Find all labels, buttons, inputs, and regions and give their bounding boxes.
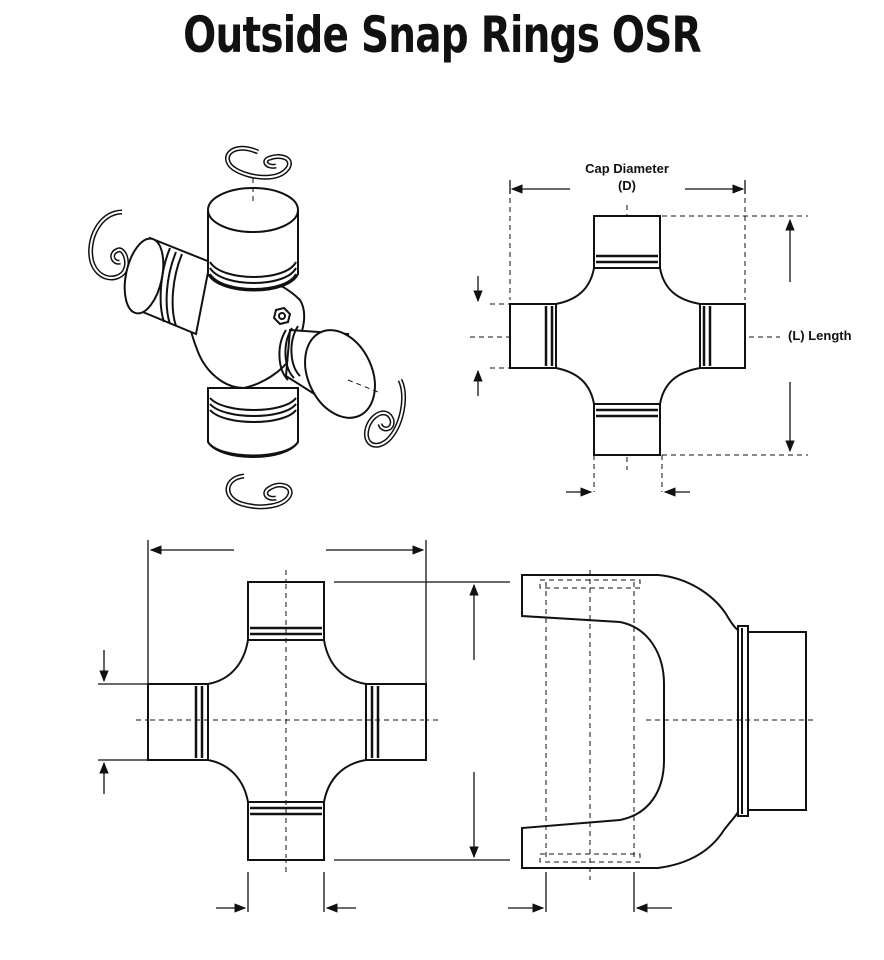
snap-ring-left (88, 209, 129, 281)
yoke-body (521, 574, 739, 869)
large-cross (147, 581, 427, 861)
front-view-cross (509, 215, 746, 456)
yoke-view (508, 570, 814, 913)
snap-ring-bottom (225, 473, 293, 510)
trunnion-left (123, 236, 212, 336)
isometric-ujoint (88, 145, 407, 510)
diagram-title: Outside Snap Rings OSR (183, 6, 702, 64)
cap-diameter-label: Cap Diameter (585, 161, 669, 176)
front-view-dimensions: Cap Diameter (D) (L) Length (470, 161, 852, 497)
trunnion-top (207, 178, 299, 292)
snap-ring-top (225, 145, 292, 180)
large-front-view (98, 540, 510, 913)
trunnion-bottom (207, 387, 299, 458)
grease-fitting (272, 306, 292, 326)
length-label: (L) Length (788, 328, 852, 343)
cap-diameter-symbol: (D) (618, 178, 636, 193)
snap-ring-right (364, 378, 407, 448)
trunnion-right (278, 325, 379, 419)
yoke-shaft (747, 631, 807, 811)
